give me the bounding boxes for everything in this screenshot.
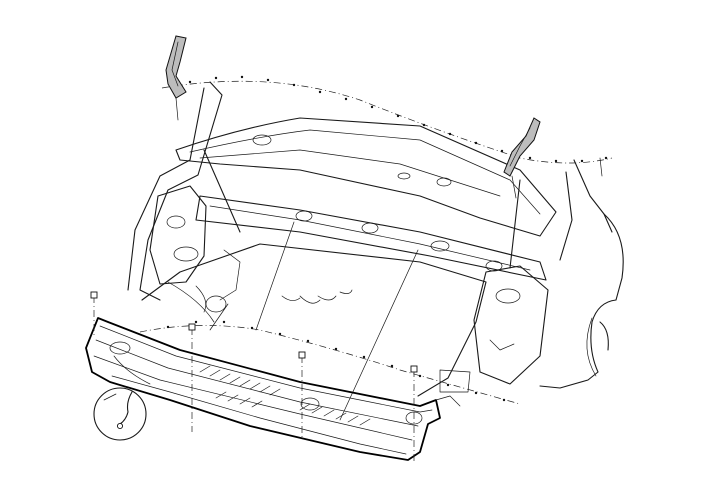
hood-weatherstrip-right — [503, 117, 541, 177]
leader-lines — [175, 97, 603, 407]
cowl-guide-arc — [139, 325, 521, 405]
cowl-mounting-clips — [90, 291, 418, 464]
cowl-top-cover — [85, 317, 441, 461]
weatherstrip-guide-upper — [161, 80, 613, 164]
vehicle-body — [127, 81, 624, 421]
guide-beads — [166, 75, 608, 402]
hood-weatherstrip-left — [165, 35, 187, 99]
washer-hose-callout — [93, 387, 147, 441]
